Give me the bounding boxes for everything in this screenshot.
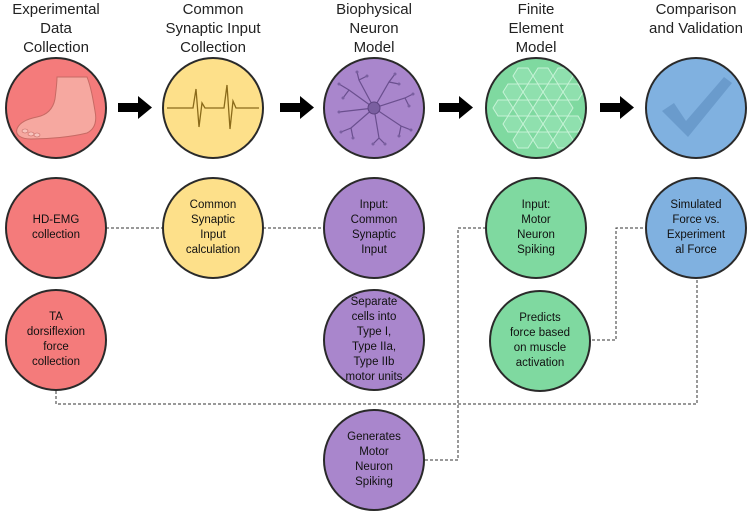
stage-title-comparison: Comparison and Validation <box>649 1 743 37</box>
input-spiking-node: Input: Motor Neuron Spiking <box>485 177 587 279</box>
stage-title-csi: Common Synaptic Input Collection <box>165 1 261 56</box>
hexagon-mesh-icon <box>492 67 584 149</box>
generates-spiking-node: Generates Motor Neuron Spiking <box>323 409 425 511</box>
neuron-icon-circle <box>323 57 425 159</box>
arrow-3 <box>439 96 473 119</box>
hd-emg-collection-node: HD-EMG collection <box>5 177 107 279</box>
csi-calculation-node: Common Synaptic Input calculation <box>162 177 264 279</box>
comparison-icon-circle <box>645 57 747 159</box>
stage-title-neuron: Biophysical Neuron Model <box>336 1 412 56</box>
fem-icon-circle <box>485 57 587 159</box>
checkmark-icon <box>662 77 732 137</box>
arrow-1 <box>118 96 152 119</box>
stage-title-experimental: Experimental Data Collection <box>12 1 100 56</box>
input-csi-node: Input: Common Synaptic Input <box>323 177 425 279</box>
foot-icon <box>16 76 97 140</box>
arrow-2 <box>280 96 314 119</box>
connector-force-to-comparison <box>592 227 645 341</box>
experimental-icon-circle <box>5 57 107 159</box>
csi-icon-circle <box>162 57 264 159</box>
separate-cells-node: Separate cells into Type I, Type IIa, Ty… <box>323 289 425 391</box>
ta-force-collection-node: TA dorsiflexion force collection <box>5 289 107 391</box>
predicts-force-node: Predicts force based on muscle activatio… <box>489 290 591 392</box>
simulated-force-node: Simulated Force vs. Experiment al Force <box>645 177 747 279</box>
neuron-icon <box>337 70 415 146</box>
emg-waveform-icon <box>167 84 259 130</box>
arrow-4 <box>600 96 634 119</box>
connector-spiking-to-fem <box>425 227 485 461</box>
stage-title-fem: Finite Element Model <box>508 1 564 56</box>
